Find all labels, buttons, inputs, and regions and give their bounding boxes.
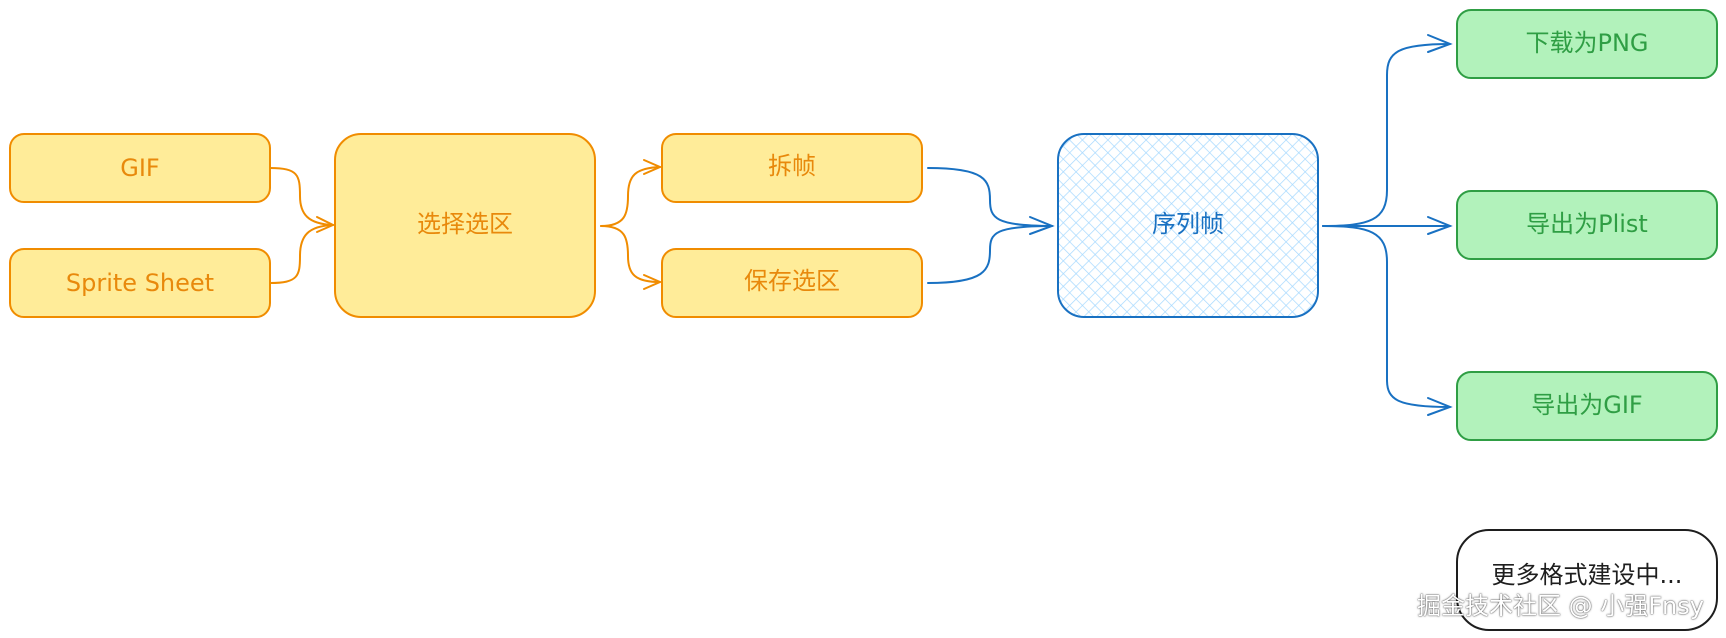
node-more-formats-label: 更多格式建设中... <box>1492 561 1683 589</box>
node-sprite-sheet: Sprite Sheet <box>9 248 271 318</box>
arrow-split-to-sequence <box>927 167 1053 227</box>
node-export-gif: 导出为GIF <box>1456 371 1718 441</box>
arrow-save-to-sequence <box>927 225 1053 284</box>
node-frame-sequence: 序列帧 <box>1057 133 1319 318</box>
node-export-plist-label: 导出为Plist <box>1526 210 1648 238</box>
connectors-to-sequence <box>927 167 1055 284</box>
node-download-png: 下载为PNG <box>1456 9 1718 79</box>
arrow-sequence-to-png <box>1322 43 1451 227</box>
arrowhead-save <box>643 274 663 290</box>
node-gif-input: GIF <box>9 133 271 203</box>
node-split-frames-label: 拆帧 <box>768 152 816 180</box>
arrowhead-gif <box>1427 397 1453 416</box>
node-select-region-label: 选择选区 <box>417 210 513 238</box>
connectors-export <box>1322 34 1453 416</box>
node-select-region: 选择选区 <box>334 133 596 318</box>
arrowhead-plist <box>1427 216 1453 235</box>
node-save-region: 保存选区 <box>661 248 923 318</box>
node-export-gif-label: 导出为GIF <box>1531 391 1642 419</box>
arrow-gif-to-select <box>269 167 334 226</box>
connectors-input <box>269 167 336 284</box>
node-export-plist: 导出为Plist <box>1456 190 1718 260</box>
arrowhead-select <box>316 216 336 233</box>
connectors-select <box>600 159 663 290</box>
node-more-formats: 更多格式建设中... <box>1456 529 1718 631</box>
arrowhead-sequence <box>1029 216 1055 235</box>
node-split-frames: 拆帧 <box>661 133 923 203</box>
arrow-sprite-to-select <box>269 224 334 284</box>
arrow-select-to-split <box>600 166 661 227</box>
arrow-sequence-to-gif <box>1322 225 1451 408</box>
arrowhead-png <box>1427 34 1453 53</box>
node-sprite-sheet-label: Sprite Sheet <box>66 269 214 297</box>
watermark: 掘金技术社区 @ 小强Fnsy <box>1417 592 1704 620</box>
node-gif-input-label: GIF <box>120 154 159 182</box>
node-save-region-label: 保存选区 <box>744 267 840 295</box>
node-frame-sequence-label: 序列帧 <box>1152 210 1224 238</box>
arrow-select-to-save <box>600 225 661 283</box>
arrowhead-split <box>643 159 663 175</box>
node-download-png-label: 下载为PNG <box>1525 29 1648 57</box>
